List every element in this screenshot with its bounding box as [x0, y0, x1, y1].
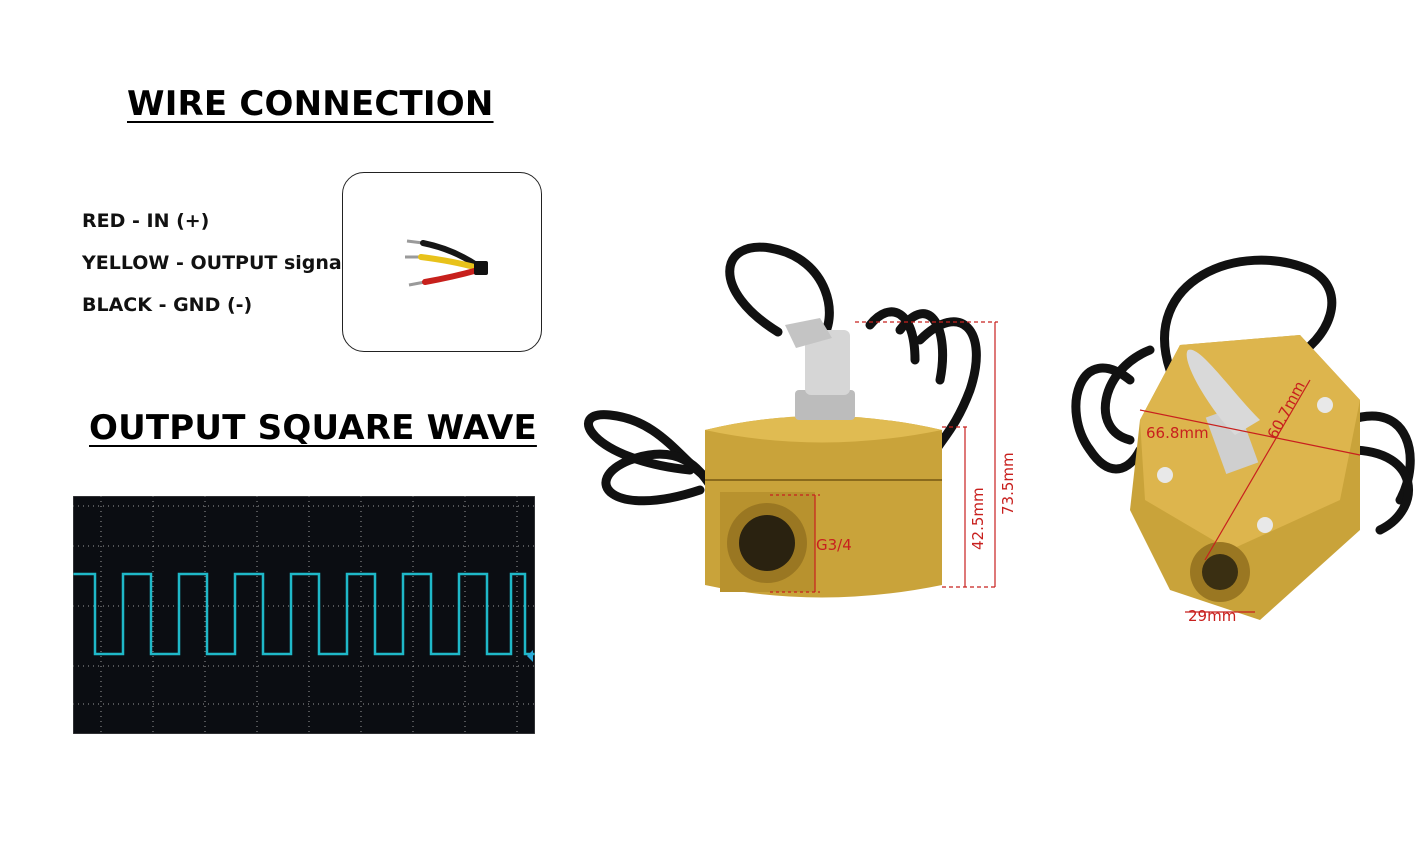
square-wave-trace — [73, 572, 535, 656]
total-height-label: 73.5mm — [999, 452, 1017, 515]
port-size-label: 29mm — [1188, 607, 1236, 625]
body-height-label: 42.5mm — [969, 487, 987, 550]
square-wave-plot — [72, 495, 536, 735]
flow-meter-top-photo: 66.8mm 60.7mm 29mm — [1071, 255, 1415, 625]
wire-yellow-label: YELLOW - OUTPUT signal — [82, 252, 349, 274]
port-thread-label: G3/4 — [816, 536, 852, 554]
wire-black-label: BLACK - GND (-) — [82, 294, 253, 316]
output-wave-title: OUTPUT SQUARE WAVE — [89, 408, 537, 448]
wire-connection-title: WIRE CONNECTION — [127, 84, 494, 124]
wire-red-label: RED - IN (+) — [82, 210, 210, 232]
wire-illustration-box — [342, 172, 542, 352]
oscilloscope-screen — [72, 495, 536, 735]
wire-cable-illustration — [405, 239, 488, 287]
width-label: 66.8mm — [1146, 424, 1209, 442]
flow-meter-side-photo: G3/4 42.5mm 73.5mm — [584, 242, 1017, 598]
